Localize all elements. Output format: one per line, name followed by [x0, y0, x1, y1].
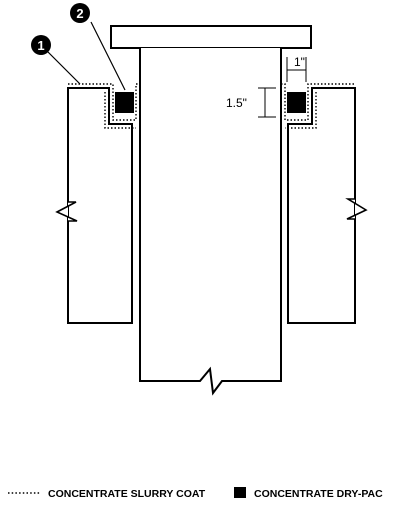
right-outer-block	[287, 87, 356, 324]
slurry-coat-right-inner	[285, 92, 317, 129]
slurry-coat-left	[68, 83, 140, 121]
left-break-line	[55, 201, 78, 222]
width-dimension: 1"	[286, 55, 307, 82]
drypac-square-right	[287, 92, 306, 113]
legend-drypac-swatch	[234, 487, 246, 498]
top-cap-plate	[110, 25, 312, 49]
legend-slurry-label: CONCENTRATE SLURRY COAT	[48, 488, 206, 500]
callout-1-number: 1	[37, 38, 44, 53]
right-break-line	[345, 198, 368, 220]
depth-dimension-label: 1.5"	[226, 96, 247, 110]
drypac-square-left	[115, 92, 134, 113]
width-dimension-label: 1"	[294, 55, 305, 69]
legend: CONCENTRATE SLURRY COAT CONCENTRATE DRY-…	[8, 487, 383, 500]
left-outer-block	[67, 87, 133, 324]
callout-1: 1	[31, 35, 81, 85]
slurry-coat-right	[281, 83, 355, 121]
legend-drypac-label: CONCENTRATE DRY-PAC	[254, 488, 383, 500]
depth-dimension: 1.5"	[226, 87, 276, 118]
slurry-coat-left-inner	[104, 92, 136, 129]
callout-2-number: 2	[76, 6, 83, 21]
central-column	[139, 48, 282, 396]
callout-2: 2	[70, 3, 126, 91]
